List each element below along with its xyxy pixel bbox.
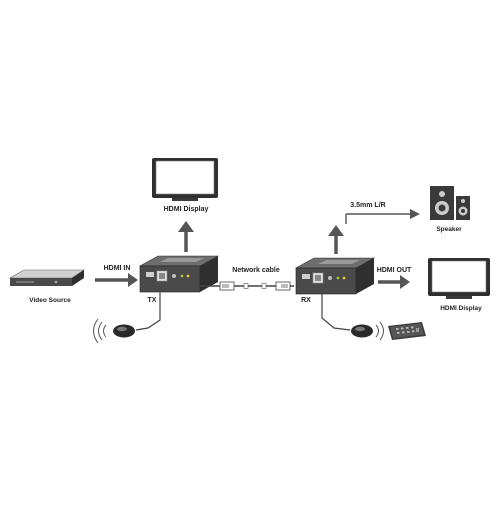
video-source-icon — [8, 269, 85, 286]
remote-control-icon — [388, 322, 426, 340]
audio-out-label: 3.5mm L/R — [350, 202, 385, 209]
speaker-icon — [430, 186, 470, 220]
audio-output-line — [345, 209, 420, 224]
video-source-label: Video Source — [29, 297, 71, 304]
rx-ir-blaster-icon — [351, 324, 373, 338]
hdmi-in-label: HDMI IN — [104, 265, 131, 272]
tx-ir-cable — [135, 292, 161, 331]
remote-display-label: HDMI Display — [440, 305, 482, 312]
rx-ir-signal-icon — [375, 321, 384, 341]
arrow-rx-to-remote-display — [378, 275, 410, 289]
network-cable-label: Network cable — [232, 267, 280, 274]
arrow-rx-up — [328, 225, 344, 254]
rx-ir-cable — [321, 294, 351, 331]
network-cable — [200, 281, 294, 291]
remote-hdmi-display-icon — [428, 258, 490, 299]
arrow-tx-to-local-display — [178, 221, 194, 252]
local-hdmi-display-icon — [152, 158, 218, 201]
hdmi-out-label: HDMI OUT — [377, 267, 412, 274]
tx-transmitter-unit — [138, 255, 220, 293]
speaker-label: Speaker — [436, 226, 462, 233]
tx-label: TX — [148, 297, 157, 304]
tx-ir-receiver-icon — [113, 324, 135, 338]
arrow-source-to-tx — [95, 273, 138, 287]
rx-label: RX — [301, 297, 311, 304]
tx-ir-signal-icon — [93, 318, 107, 344]
rx-receiver-unit — [294, 257, 376, 295]
local-display-label: HDMI Display — [164, 206, 209, 213]
